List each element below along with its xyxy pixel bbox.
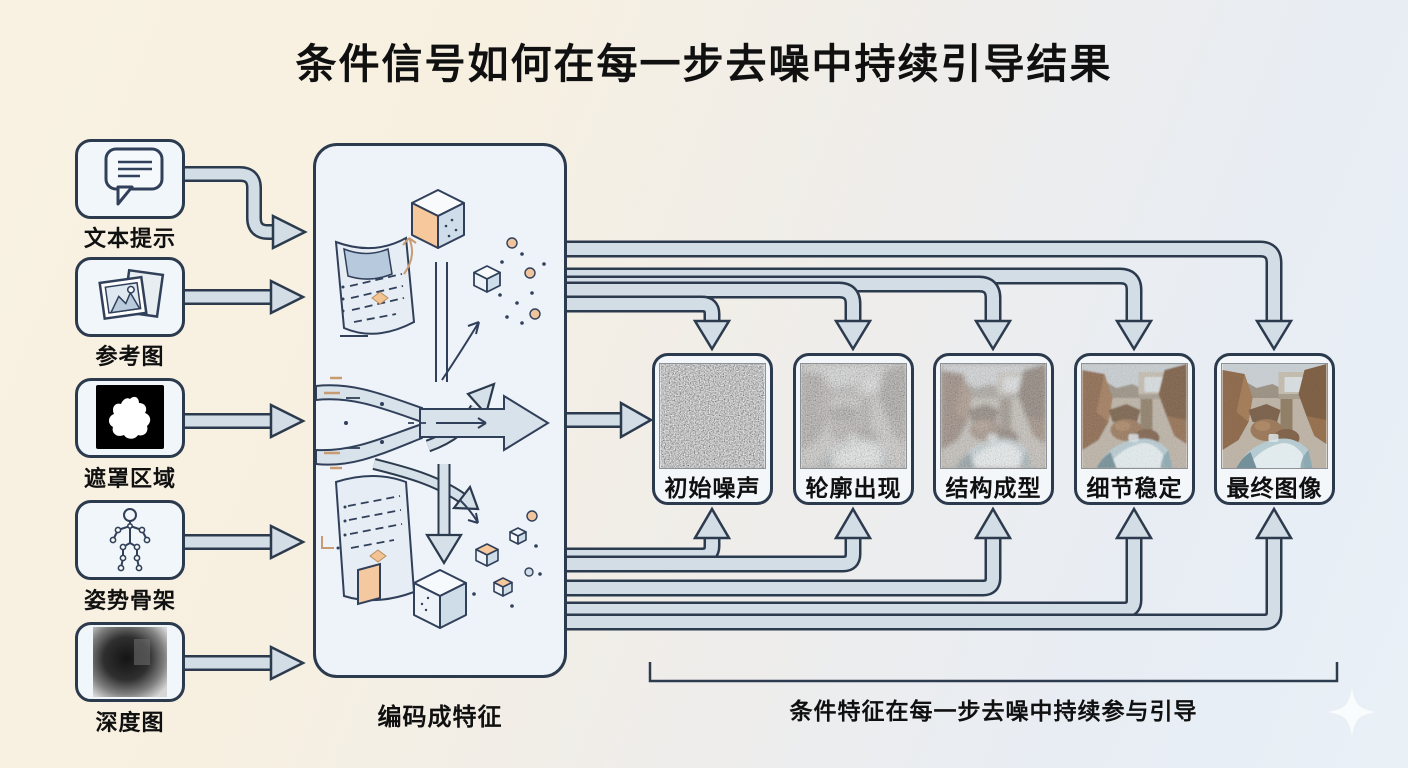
input-box-pose	[75, 500, 185, 580]
bracket	[648, 662, 1339, 683]
bracket-caption: 条件特征在每一步去噪中持续参与引导	[789, 698, 1198, 724]
stage-image-outline	[800, 363, 907, 469]
bottom-pipe-stage5	[567, 506, 1294, 631]
top-pipe-stage2	[567, 281, 873, 352]
input-arrow-text-prompt	[184, 166, 308, 251]
stage-label: 初始噪声	[664, 475, 761, 501]
chat-bubble-icon	[104, 147, 164, 206]
input-arrow-pose	[185, 523, 306, 561]
encoder-illustration	[316, 189, 550, 629]
top-pipe-stage3	[567, 275, 1013, 352]
input-label-pose: 姿势骨架	[83, 588, 176, 613]
stage-image-initial-noise	[659, 363, 766, 469]
input-label-mask: 遮罩区域	[83, 466, 176, 491]
input-label-text-prompt: 文本提示	[83, 226, 176, 251]
stage-label: 细节稳定	[1086, 475, 1183, 501]
stage-image-final	[1221, 363, 1328, 469]
stage-label: 结构成型	[945, 475, 1042, 501]
input-box-text-prompt	[75, 139, 185, 219]
sparkle-icon	[1328, 688, 1376, 736]
depth-map-icon	[93, 627, 167, 697]
encoder-label: 编码成特征	[377, 704, 503, 731]
input-box-depth	[75, 622, 185, 702]
input-box-reference	[75, 257, 185, 337]
stage-image-detail	[1081, 363, 1188, 469]
input-arrow-reference	[185, 278, 306, 316]
stage-box-outline: 轮廓出现	[793, 353, 914, 505]
encoder-box	[313, 143, 567, 678]
input-box-mask	[75, 378, 185, 458]
input-label-reference: 参考图	[95, 344, 165, 369]
stage-label: 轮廓出现	[805, 475, 902, 501]
stage-box-structure: 结构成型	[933, 353, 1054, 505]
input-label-depth: 深度图	[95, 710, 165, 735]
top-pipe-stage1	[567, 295, 732, 352]
stage-box-detail: 细节稳定	[1074, 353, 1195, 505]
input-arrow-depth	[185, 644, 306, 682]
encoder-to-stage1-arrow	[567, 400, 654, 440]
stage-image-structure	[940, 363, 1047, 469]
bottom-pipe-stage2	[567, 506, 873, 573]
mask-icon	[96, 385, 164, 449]
top-pipe-stage4	[567, 267, 1154, 352]
stage-box-final: 最终图像	[1214, 353, 1335, 505]
photos-icon	[98, 268, 165, 321]
page-title: 条件信号如何在每一步去噪中持续引导结果	[295, 41, 1113, 87]
top-pipe-stage5	[567, 240, 1294, 352]
pose-skeleton-icon	[109, 508, 151, 572]
stage-label: 最终图像	[1226, 475, 1323, 501]
bottom-pipe-stage3	[567, 506, 1013, 597]
stage-box-initial-noise: 初始噪声	[652, 353, 773, 505]
input-arrow-mask	[185, 402, 306, 440]
bottom-pipe-stage1	[567, 506, 732, 565]
bottom-pipe-stage4	[567, 506, 1154, 619]
